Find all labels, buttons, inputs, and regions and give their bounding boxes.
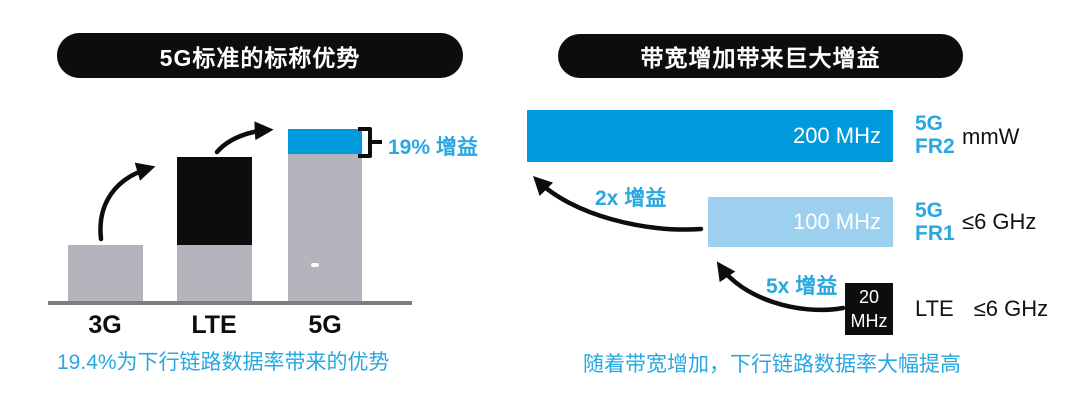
box-20mhz: 20 MHz: [845, 283, 893, 335]
arrow-3g-to-lte-icon: [98, 162, 156, 242]
label-lte-tech: LTE: [915, 296, 954, 321]
right-title-pill: 带宽增加带来巨大增益: [558, 34, 963, 78]
bar-100mhz-value: 100 MHz: [792, 209, 881, 234]
left-caption: 19.4%为下行链路数据率带来的优势: [57, 351, 390, 374]
bar-200mhz-value: 200 MHz: [792, 123, 881, 148]
label-mmw-band: mmW: [962, 124, 1020, 149]
bar-label-5g: 5G: [308, 311, 342, 339]
gain-2x-label: 2x 增益: [595, 187, 667, 210]
label-5g-fr2-fr: FR2: [915, 135, 955, 158]
bar-5g-gain: [288, 129, 362, 154]
label-5g-fr1: 5G FR1: [915, 199, 955, 245]
box-20mhz-value-line1: 20: [858, 287, 880, 307]
left-title: 5G标准的标称优势: [159, 44, 361, 71]
label-fr1-band: ≤6 GHz: [962, 209, 1037, 234]
label-5g-fr2: 5G FR2: [915, 112, 955, 158]
gain-19-label: 19% 增益: [388, 136, 478, 159]
bar-label-3g: 3G: [88, 311, 122, 339]
bar-label-lte: LTE: [191, 311, 237, 339]
axis-line: [48, 301, 412, 305]
label-lte-band: ≤6 GHz: [973, 296, 1049, 321]
right-caption: 随着带宽增加，下行链路数据率大幅提高: [583, 353, 961, 376]
label-5g-fr2-tech: 5G: [915, 112, 944, 135]
right-title: 带宽增加带来巨大增益: [640, 45, 881, 71]
bar-5g-base: [288, 154, 362, 301]
bar-100mhz: 100 MHz: [708, 197, 893, 247]
bar-200mhz: 200 MHz: [527, 110, 893, 162]
bar-3g: [68, 245, 143, 301]
arrow-lte-to-5g-icon: [214, 121, 274, 155]
box-20mhz-value-line2: MHz: [850, 311, 888, 331]
bar-lte-extra: [177, 157, 252, 245]
gain-5x-label: 5x 增益: [766, 275, 838, 298]
bar-lte-base: [177, 245, 252, 301]
label-lte-row: LTE ≤6 GHz: [915, 296, 1048, 322]
label-5g-fr1-tech: 5G: [915, 199, 944, 222]
bar-5g-white-dash: [311, 263, 319, 267]
label-5g-fr1-fr: FR1: [915, 222, 955, 245]
left-title-pill: 5G标准的标称优势: [57, 33, 463, 78]
